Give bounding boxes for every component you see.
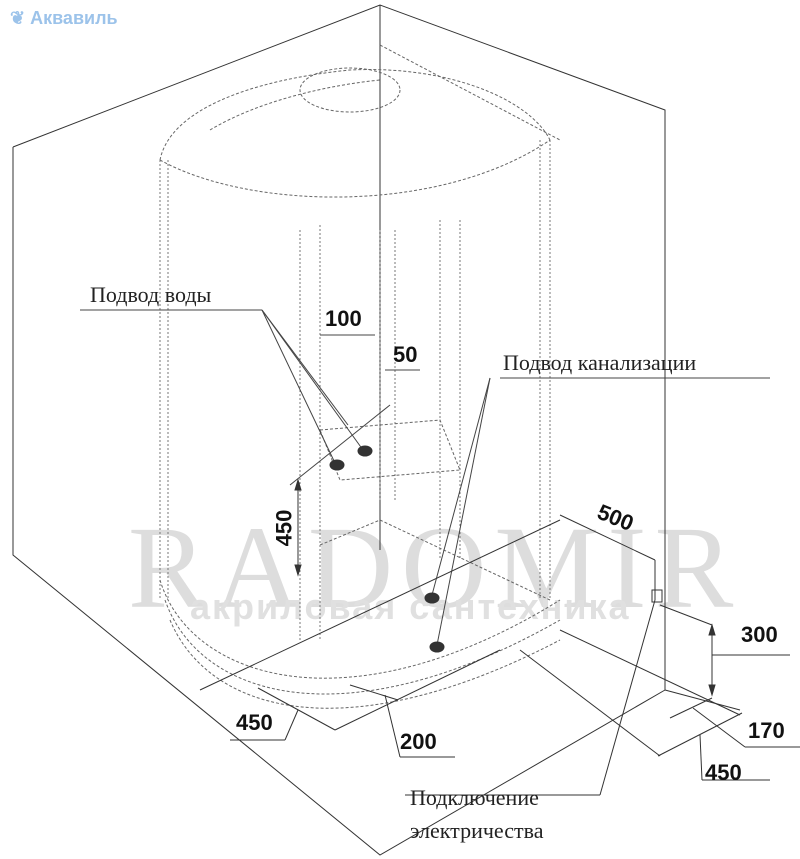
shower-tray: [159, 419, 561, 709]
dim-height-450: [199, 478, 561, 691]
water-leaders: [80, 309, 420, 486]
cabin-top: [159, 44, 561, 198]
dim-50: 50: [393, 342, 418, 367]
dim-450-left: [230, 649, 501, 758]
room-walls: [12, 4, 666, 856]
dim-300: [659, 604, 790, 697]
dim-170: [559, 629, 800, 748]
label-electric-1: Подключение: [410, 785, 539, 810]
watermark-tagline: акриловая сантехника: [190, 586, 631, 627]
dim-450-left-label: 450: [236, 710, 273, 735]
cabin-frame: [159, 140, 551, 640]
label-water-supply: Подвод воды: [90, 282, 212, 307]
dim-300-label: 300: [741, 622, 778, 647]
label-sewer-supply: Подвод канализации: [503, 350, 697, 375]
dim-450-height: 450: [271, 509, 297, 547]
dim-450-right: [519, 649, 770, 781]
logo: ❦ Аквавиль: [10, 8, 118, 28]
dim-500: [559, 514, 663, 603]
drain-1: [424, 592, 440, 604]
dim-450-right-label: 450: [705, 760, 742, 785]
dim-170-label: 170: [748, 718, 785, 743]
waterdrop-figure-icon: ❦: [10, 8, 31, 28]
water-outlet-1: [329, 459, 345, 471]
dim-200-label: 200: [400, 729, 437, 754]
drain-2: [429, 641, 445, 653]
label-electric-2: электричества: [410, 818, 544, 843]
sewer-leaders: [431, 377, 770, 646]
dim-100: 100: [325, 306, 362, 331]
water-outlet-2: [357, 445, 373, 457]
electric-leader: [405, 599, 656, 796]
watermark-brand: RADOMIR: [128, 502, 742, 633]
